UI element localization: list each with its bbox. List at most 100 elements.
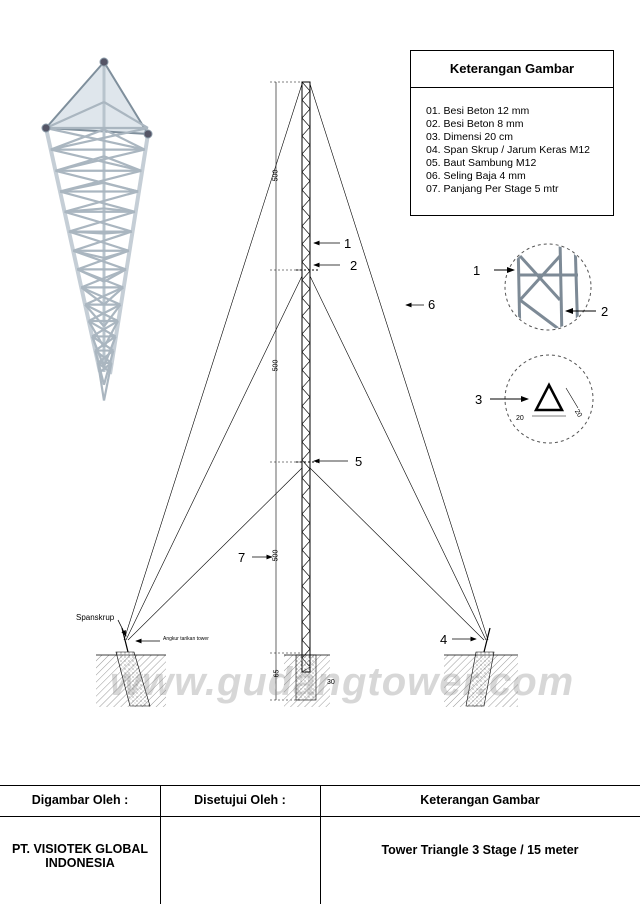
tower-3d-brace bbox=[45, 100, 105, 130]
callout-6: 6 bbox=[428, 297, 436, 312]
mast-brace bbox=[301, 459, 311, 470]
tb-divider bbox=[320, 786, 321, 904]
legend-item: 06. Seling Baja 4 mm bbox=[426, 170, 526, 182]
dim-stage-bot: 500 bbox=[272, 549, 280, 562]
callout-4: 4 bbox=[440, 632, 448, 647]
mast-brace bbox=[301, 585, 311, 596]
tower-3d-brace bbox=[59, 181, 105, 193]
label-angkur: Angkur tarikan tower bbox=[163, 636, 209, 642]
legend-title: Keterangan Gambar bbox=[449, 61, 575, 76]
mast-brace bbox=[301, 387, 311, 398]
tower-mast bbox=[296, 81, 318, 673]
mast-brace bbox=[301, 243, 311, 254]
mast-brace bbox=[301, 558, 311, 569]
mast-brace bbox=[301, 198, 311, 209]
callout-2: 2 bbox=[350, 258, 358, 273]
tower-3d-brace bbox=[94, 335, 117, 352]
mast-brace bbox=[301, 135, 311, 146]
center-footing bbox=[284, 654, 330, 707]
watermark: www.gudangtower.com bbox=[110, 660, 575, 704]
tower-3d-brace bbox=[72, 249, 105, 260]
mast-brace bbox=[301, 495, 311, 506]
dim-footing-depth: 65 bbox=[273, 669, 281, 678]
legend-item: 04. Span Skrup / Jarum Keras M12 bbox=[426, 144, 590, 156]
tower-3d-brace bbox=[103, 155, 142, 172]
legend-list: 01. Besi Beton 12 mm 02. Besi Beton 8 mm… bbox=[426, 105, 590, 196]
detail-callout-2: 2 bbox=[601, 304, 609, 319]
tower-3d-brace bbox=[68, 230, 130, 252]
mast-brace bbox=[301, 108, 311, 119]
mast-brace bbox=[301, 549, 311, 560]
tb-divider bbox=[0, 816, 640, 817]
guy-wires bbox=[123, 83, 489, 641]
detail-callout-1: 1 bbox=[473, 263, 481, 278]
legend-item: 01. Besi Beton 12 mm bbox=[426, 105, 530, 117]
mast-brace bbox=[301, 162, 311, 173]
tower-3d-brace bbox=[55, 155, 105, 172]
callout-7: 7 bbox=[238, 550, 246, 565]
company-line-2: INDONESIA bbox=[45, 856, 115, 870]
mast-brace bbox=[301, 117, 311, 128]
company-name: PT. VISIOTEK GLOBAL INDONESIA bbox=[0, 842, 160, 870]
tower-3d-brace bbox=[103, 286, 124, 306]
mast-brace bbox=[301, 216, 311, 227]
tb-divider bbox=[160, 786, 161, 904]
mast-brace bbox=[301, 594, 311, 605]
tower-3d-brace bbox=[96, 362, 106, 401]
mast-brace bbox=[301, 279, 311, 290]
mast-brace bbox=[301, 90, 311, 101]
mast-brace bbox=[301, 567, 311, 578]
mast-brace bbox=[301, 297, 311, 308]
mast-brace bbox=[301, 513, 311, 524]
mast-brace bbox=[301, 621, 311, 632]
mast-brace bbox=[301, 207, 311, 218]
mast-brace bbox=[301, 324, 311, 335]
mast-brace bbox=[301, 540, 311, 551]
tower-3d-view bbox=[41, 57, 153, 401]
tower-3d-brace bbox=[91, 335, 114, 352]
tower-3d-brace bbox=[103, 128, 146, 151]
tower-3d-brace bbox=[64, 190, 139, 213]
left-anchor-footing bbox=[96, 627, 166, 707]
legend-item: 07. Panjang Per Stage 5 mtr bbox=[426, 183, 559, 195]
mast-brace bbox=[301, 99, 311, 110]
right-anchor-footing bbox=[444, 627, 518, 707]
mast-brace bbox=[301, 468, 311, 479]
tower-3d-brace bbox=[94, 349, 113, 364]
mast-brace bbox=[301, 378, 311, 389]
mast-brace bbox=[301, 486, 311, 497]
mast-brace bbox=[301, 252, 311, 263]
callout-1: 1 bbox=[344, 236, 352, 251]
mast-brace bbox=[301, 477, 311, 488]
mast-brace bbox=[301, 360, 311, 371]
tower-3d-brace bbox=[103, 207, 136, 213]
mast-brace bbox=[301, 225, 311, 236]
tower-3d-brace bbox=[76, 268, 105, 283]
callout-5: 5 bbox=[355, 454, 363, 469]
tower-3d-brace bbox=[88, 303, 121, 323]
tower-3d-brace bbox=[102, 350, 115, 386]
dim-footing-width: 30 bbox=[327, 679, 335, 686]
mast-brace bbox=[301, 441, 311, 452]
tower-3d-brace bbox=[103, 268, 127, 283]
mast-brace bbox=[301, 450, 311, 461]
tower-drawing bbox=[41, 57, 596, 707]
mast-brace bbox=[301, 180, 311, 191]
tower-3d-brace bbox=[103, 181, 139, 193]
mast-brace bbox=[301, 270, 311, 281]
tower-3d-brace bbox=[103, 230, 132, 235]
mast-brace bbox=[301, 369, 311, 380]
mast-brace bbox=[301, 405, 311, 416]
mast-brace bbox=[301, 639, 311, 650]
drawing-title: Tower Triangle 3 Stage / 15 meter bbox=[381, 843, 579, 857]
tower-3d-brace bbox=[64, 207, 105, 213]
mast-brace bbox=[301, 234, 311, 245]
title-block: Digambar Oleh : Disetujui Oleh : Keteran… bbox=[0, 785, 640, 904]
tower-3d-brace bbox=[50, 126, 149, 151]
legend-divider bbox=[411, 87, 613, 88]
mast-brace bbox=[301, 81, 311, 92]
drawn-by-label: Digambar Oleh : bbox=[31, 793, 129, 807]
tower-3d-brace bbox=[68, 210, 136, 233]
mast-brace bbox=[301, 315, 311, 326]
tower-3d-brace bbox=[84, 303, 105, 328]
